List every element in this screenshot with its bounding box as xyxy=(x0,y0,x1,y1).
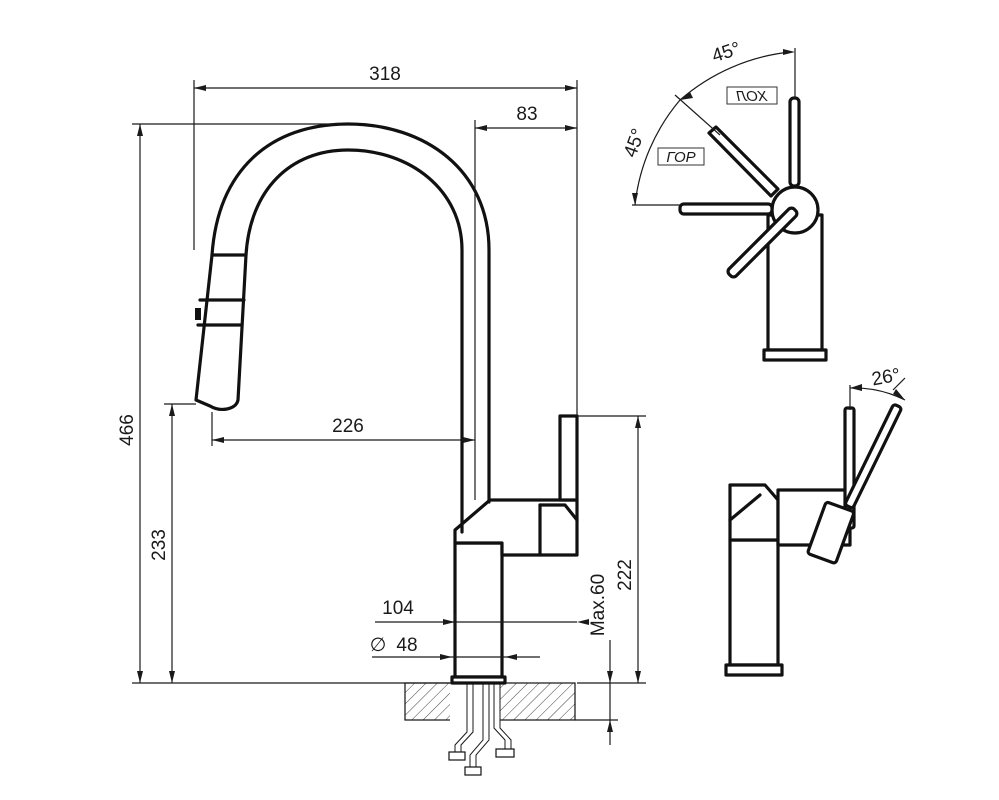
angle-hot-label: 45° xyxy=(709,38,743,67)
dim-222: 222 xyxy=(577,415,646,684)
label-cold-box: ГОР xyxy=(657,147,705,166)
dim-104: 104 xyxy=(375,598,589,630)
label-hot-box: ХОЛ xyxy=(726,86,778,105)
spout xyxy=(194,122,491,534)
dim-226-label: 226 xyxy=(332,416,364,437)
countertop xyxy=(404,681,576,722)
faucet-body xyxy=(450,414,579,685)
dim-max60-label: Max.60 xyxy=(588,574,609,636)
dim-466: 466 xyxy=(117,123,452,684)
dim-83-label: 83 xyxy=(516,104,537,125)
dim-226: 226 xyxy=(211,412,475,446)
dim-max60: Max.60 xyxy=(575,574,618,745)
top-view-rotation: 45° 45° ХОЛ ГОР xyxy=(620,38,828,362)
dim-diameter-48: ∅ 48 xyxy=(370,635,540,660)
dim-233: 233 xyxy=(149,403,196,683)
dim-466-label: 466 xyxy=(117,414,138,446)
supply-hoses xyxy=(448,683,515,776)
tilt-angle-label: 26° xyxy=(870,365,902,391)
dim-318-label: 318 xyxy=(369,64,401,85)
dim-104-label: 104 xyxy=(382,598,414,619)
dim-233-label: 233 xyxy=(149,529,170,561)
side-view-tilt: 26° xyxy=(724,365,906,677)
dim-diameter-symbol: ∅ xyxy=(370,635,387,656)
dim-83: 83 xyxy=(474,104,577,500)
dim-222-label: 222 xyxy=(615,559,636,591)
label-cold: ГОР xyxy=(666,149,695,166)
dim-diameter-48-label: 48 xyxy=(396,635,417,656)
front-view: 318 83 226 466 xyxy=(117,64,646,776)
angle-cold-label: 45° xyxy=(620,126,650,160)
label-hot: ХОЛ xyxy=(736,88,769,105)
dim-318: 318 xyxy=(193,64,578,416)
